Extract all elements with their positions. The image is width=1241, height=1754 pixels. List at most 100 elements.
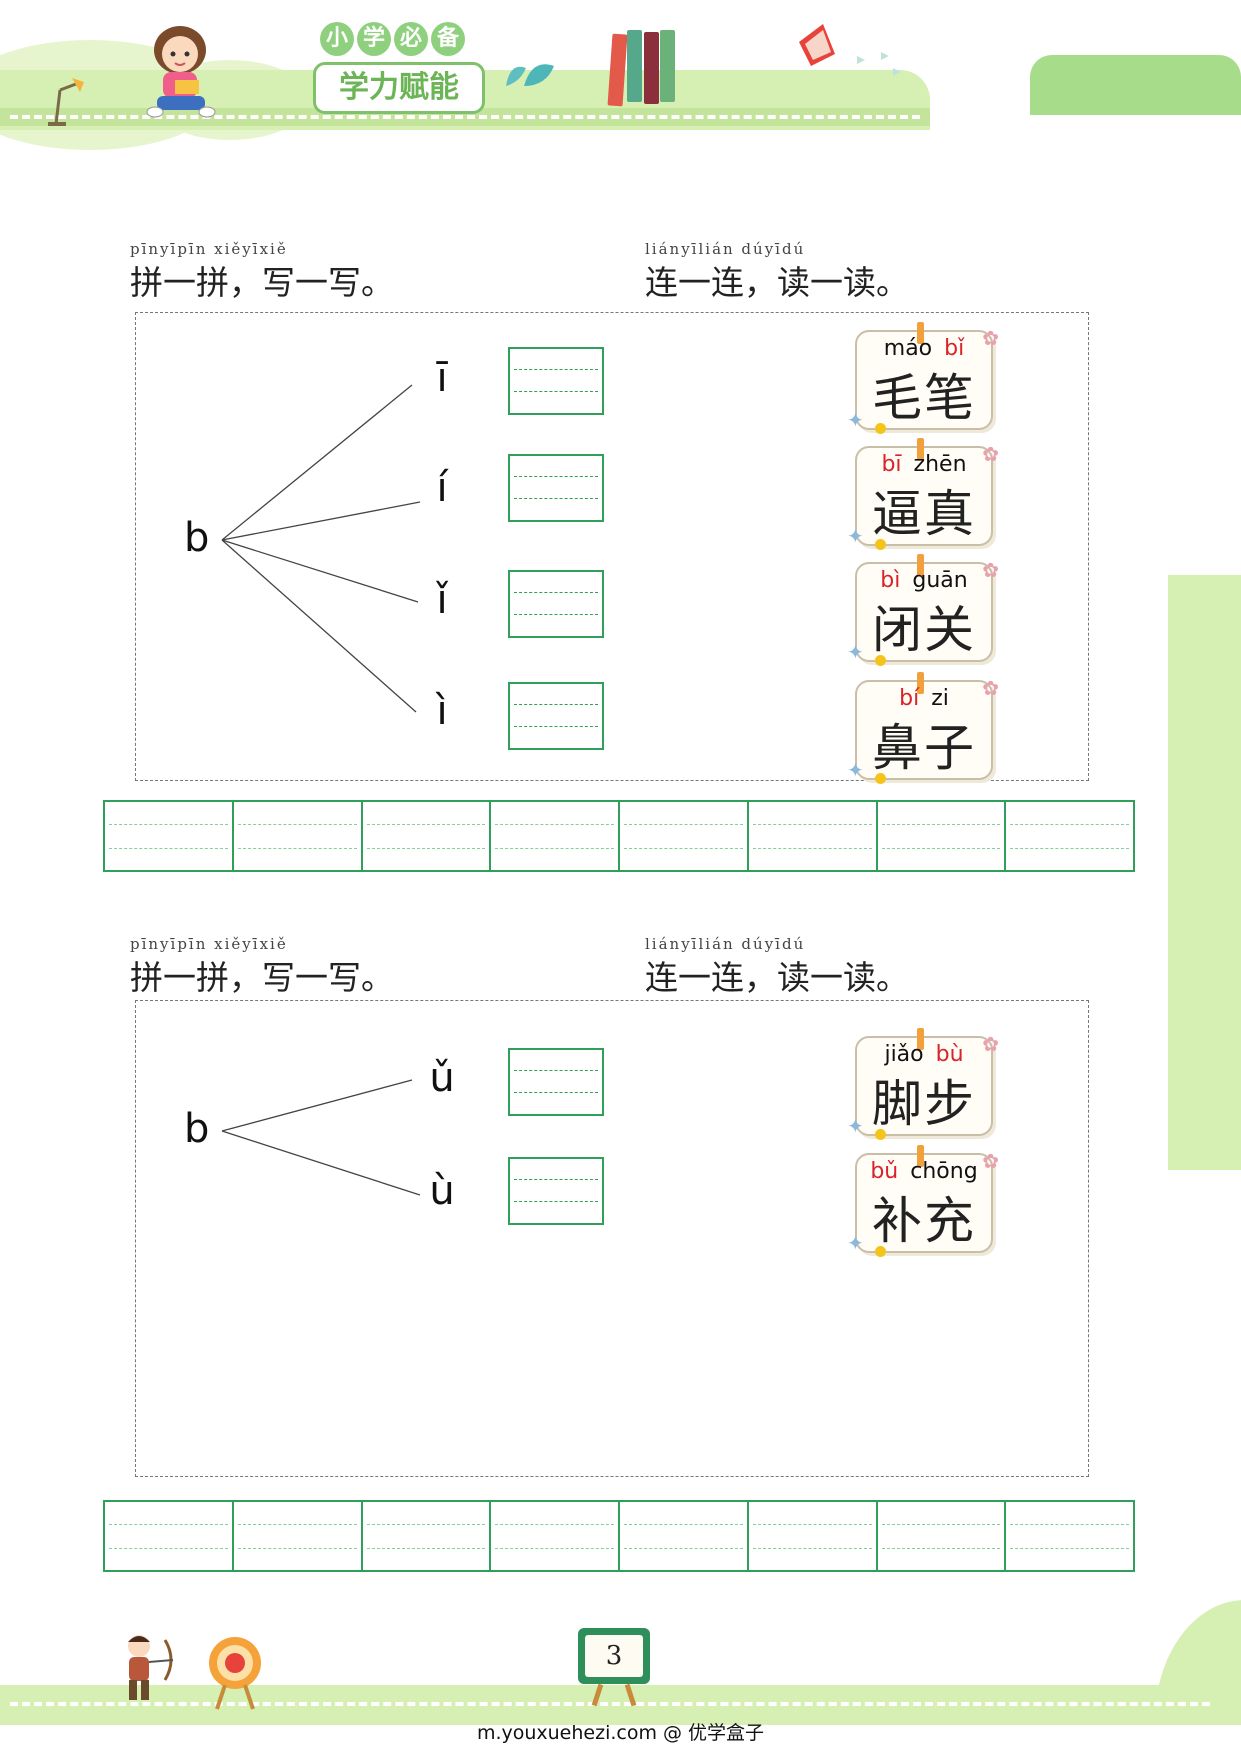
grid-cell[interactable] <box>363 1502 492 1570</box>
tone-vowel: ǐ <box>436 577 448 623</box>
grid-cell[interactable] <box>363 802 492 870</box>
flower-icon: ✿ <box>982 558 999 582</box>
grid-cell[interactable] <box>491 1502 620 1570</box>
star-icon: ✦ <box>847 1231 864 1255</box>
target-icon <box>209 1637 261 1710</box>
pin-icon <box>917 1145 924 1167</box>
book-icon <box>644 32 659 104</box>
flower-icon: ✿ <box>982 1149 999 1173</box>
grid-cell[interactable] <box>105 802 234 870</box>
footer-site-text: m.youxuehezi.com @ 优学盒子 <box>476 1722 765 1744</box>
writing-grid[interactable] <box>103 1500 1135 1572</box>
pinyin-write-box[interactable] <box>508 570 604 638</box>
dot-decoration <box>875 423 886 434</box>
header-road-dash <box>10 115 920 119</box>
pin-icon <box>917 672 924 694</box>
pinyin-write-box[interactable] <box>508 347 604 415</box>
connect-line <box>221 501 421 541</box>
card-hanzi: 补充 <box>872 1192 976 1250</box>
girl-reading-illustration <box>146 26 216 118</box>
dot-decoration <box>875 1129 886 1140</box>
star-icon: ✦ <box>847 408 864 432</box>
pinyin-write-box[interactable] <box>508 1157 604 1225</box>
star-icon: ✦ <box>847 758 864 782</box>
section-2-title-right: liányīlián dúyīdú 连一连，读一读。 <box>645 935 1025 997</box>
grid-cell[interactable] <box>234 802 363 870</box>
desk-lamp-icon <box>48 78 84 126</box>
grid-cell[interactable] <box>878 1502 1007 1570</box>
pinyin-write-box[interactable] <box>508 682 604 750</box>
card-pinyin: guān <box>912 568 968 593</box>
pinyin-annotation: liányīlián dúyīdú <box>645 240 806 258</box>
instruction-text: 连一连，读一读。 <box>645 958 909 997</box>
card-hanzi: 闭关 <box>872 601 976 659</box>
instruction-text: 拼一拼，写一写。 <box>130 263 394 302</box>
pinyin-annotation: pīnyīpīn xiěyīxiě <box>130 935 288 953</box>
flower-icon: ✿ <box>982 326 999 350</box>
tone-vowel: ī <box>436 355 448 401</box>
grid-cell[interactable] <box>620 802 749 870</box>
writing-grid[interactable] <box>103 800 1135 872</box>
grid-cell[interactable] <box>878 802 1007 870</box>
grid-cell[interactable] <box>234 1502 363 1570</box>
badge-char: 学 <box>357 22 391 56</box>
grid-cell[interactable] <box>1006 802 1133 870</box>
header-tab <box>1030 55 1241 115</box>
card-pinyin: bù <box>935 1042 964 1067</box>
tone-vowel: ù <box>429 1168 455 1214</box>
badge-char: 小 <box>320 22 354 56</box>
connect-line <box>221 1079 413 1132</box>
tone-vowel: í <box>436 465 448 511</box>
card-pinyin: zi <box>931 686 949 711</box>
grid-cell[interactable] <box>749 1502 878 1570</box>
grid-cell[interactable] <box>749 802 878 870</box>
instruction-text: 拼一拼，写一写。 <box>130 958 394 997</box>
pin-icon <box>917 438 924 460</box>
badge-char: 必 <box>394 22 428 56</box>
connect-line <box>221 384 413 541</box>
star-icon: ✦ <box>847 640 864 664</box>
section-1-exercise-box <box>135 312 1089 781</box>
dot-decoration <box>875 773 886 784</box>
flying-book-icon <box>799 24 901 76</box>
page-number-board: 3 <box>578 1628 650 1684</box>
star-icon: ✦ <box>847 524 864 548</box>
pinyin-write-box[interactable] <box>508 1048 604 1116</box>
card-hanzi: 鼻子 <box>872 719 976 777</box>
pinyin-annotation: pīnyīpīn xiěyīxiě <box>130 240 288 258</box>
footer-road-dash <box>10 1702 1210 1706</box>
pinyin-write-box[interactable] <box>508 454 604 522</box>
book-icon <box>660 30 675 102</box>
dot-decoration <box>875 1246 886 1257</box>
right-sidebar <box>1168 575 1241 1170</box>
badge-char: 备 <box>431 22 465 56</box>
card-pinyin: bì <box>880 568 901 593</box>
page-number: 3 <box>585 1635 643 1677</box>
pinyin-annotation: liányīlián dúyīdú <box>645 935 806 953</box>
card-pinyin: jiǎo <box>884 1042 924 1067</box>
card-pinyin: bī <box>881 452 902 477</box>
section-1-title-left: pīnyīpīn xiěyīxiě 拼一拼，写一写。 <box>130 240 510 302</box>
grid-cell[interactable] <box>1006 1502 1133 1570</box>
card-pinyin: bǐ <box>944 336 965 361</box>
pin-icon <box>917 322 924 344</box>
header-badge-top: 小学必备 <box>320 22 470 60</box>
grid-cell[interactable] <box>491 802 620 870</box>
card-hanzi: 脚步 <box>872 1075 976 1133</box>
pin-icon <box>917 554 924 576</box>
grid-cell[interactable] <box>620 1502 749 1570</box>
header-badge-main: 学力赋能 <box>313 62 485 114</box>
card-hanzi: 逼真 <box>872 485 976 543</box>
card-pinyin: bí <box>899 686 920 711</box>
connect-line <box>221 1130 421 1196</box>
grid-cell[interactable] <box>105 1502 234 1570</box>
card-pinyin: chōng <box>910 1159 978 1184</box>
connect-line <box>221 539 419 603</box>
tone-vowel: ì <box>436 688 448 734</box>
